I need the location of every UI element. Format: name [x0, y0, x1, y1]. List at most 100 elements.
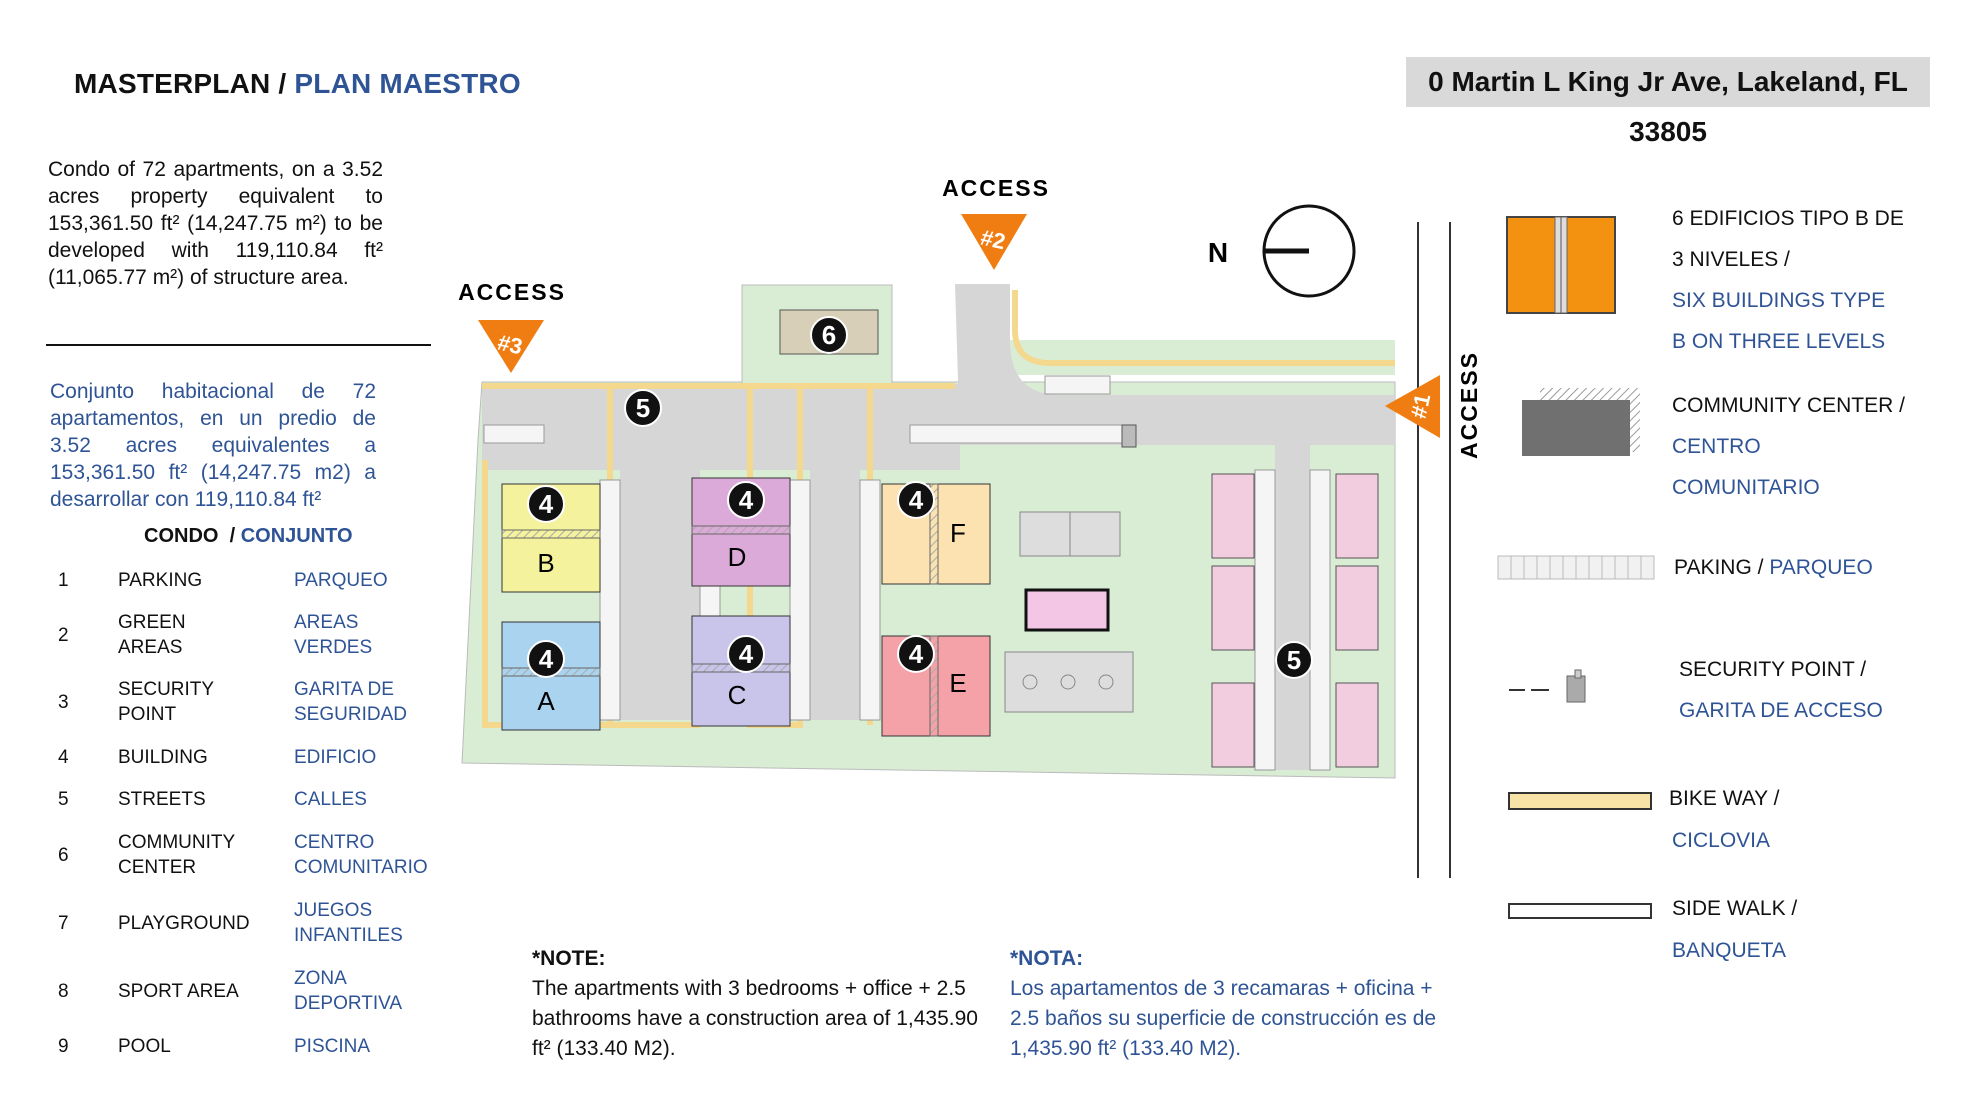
key-parking-es: PARQUEO — [1769, 556, 1873, 579]
legend-number: 4 — [58, 747, 69, 768]
type-b-buildings — [1211, 473, 1379, 768]
street-2 — [810, 440, 860, 720]
key-buildings-en-1: 6 EDIFICIOS TIPO B DE — [1672, 207, 1904, 230]
legend-label-en: PLAYGROUND — [118, 913, 250, 934]
legend-number: 1 — [58, 570, 69, 591]
type-b-building-icon — [1506, 216, 1616, 314]
key-buildings-es-2: B ON THREE LEVELS — [1672, 330, 1886, 353]
main-street-east — [955, 284, 1395, 445]
marker-label: 4 — [909, 485, 924, 515]
marker-4: 4 — [897, 481, 935, 519]
access-2-marker: #2 — [961, 214, 1027, 270]
note-es-heading: *NOTA: — [1010, 947, 1084, 970]
legend-number: 3 — [58, 692, 69, 713]
sidewalk-icon — [1508, 903, 1652, 919]
key-sidewalk-es: BANQUETA — [1672, 939, 1786, 962]
title-separator: / — [270, 68, 295, 99]
key-buildings-es-1: SIX BUILDINGS TYPE — [1672, 289, 1886, 312]
access-label-1: ACCESS — [1456, 351, 1482, 459]
access-3-marker: #3 — [478, 320, 544, 373]
parking-icon — [1497, 555, 1655, 580]
legend-number: 9 — [58, 1036, 69, 1057]
sport-area — [1004, 511, 1134, 713]
access-label-2: ACCESS — [942, 175, 1050, 201]
marker-label: 5 — [1287, 645, 1301, 675]
note-es: *NOTA: Los apartamentos de 3 recamaras +… — [1010, 944, 1456, 1064]
pool — [1024, 588, 1110, 632]
building-label-d: D — [728, 542, 747, 572]
marker-4: 4 — [527, 640, 565, 678]
building-f — [881, 483, 991, 585]
north-arrow-icon — [1262, 204, 1356, 298]
street-3 — [1275, 440, 1310, 770]
north-label: N — [1208, 237, 1228, 268]
security-point-icon — [1509, 669, 1586, 703]
access-2-label: #2 — [979, 225, 1008, 255]
legend-label-en: GREEN AREAS — [118, 612, 186, 658]
building-label-c: C — [728, 680, 747, 710]
key-sidewalk-en: SIDE WALK / — [1672, 897, 1798, 920]
marker-4: 4 — [527, 485, 565, 523]
legend-heading-es: CONJUNTO — [240, 525, 353, 547]
access-label-3: ACCESS — [458, 279, 566, 305]
legend-label-es: JUEGOS INFANTILES — [294, 900, 403, 946]
marker-label: 4 — [539, 644, 554, 674]
legend-number: 7 — [58, 913, 69, 934]
building-label-b: B — [537, 548, 554, 578]
legend-label-es: CENTRO COMUNITARIO — [294, 832, 428, 878]
note-es-body: Los apartamentos de 3 recamaras + oficin… — [1010, 977, 1437, 1060]
marker-label: 6 — [822, 320, 836, 350]
key-security-en: SECURITY POINT / — [1679, 658, 1867, 681]
note-en: *NOTE: The apartments with 3 bedrooms + … — [532, 944, 978, 1064]
access-1-label: #1 — [1406, 392, 1436, 421]
legend-label-en: PARKING — [118, 570, 203, 591]
marker-4: 4 — [727, 635, 765, 673]
north-green — [1010, 340, 1395, 375]
building-label-a: A — [537, 686, 555, 716]
marker-5: 5 — [624, 389, 662, 427]
marker-4: 4 — [897, 635, 935, 673]
legend-label-es: CALLES — [294, 789, 367, 810]
street-1 — [620, 440, 700, 720]
marker-4: 4 — [727, 481, 765, 519]
legend-label-en: SECURITY POINT — [118, 679, 214, 725]
note-en-body: The apartments with 3 bedrooms + office … — [532, 977, 978, 1060]
page-title: MASTERPLAN / PLAN MAESTRO — [74, 68, 521, 100]
key-bike-en: BIKE WAY / — [1669, 787, 1780, 810]
marker-6: 6 — [810, 316, 848, 354]
marker-label: 4 — [739, 639, 754, 669]
address-box: 0 Martin L King Jr Ave, Lakeland, FL 338… — [1406, 57, 1930, 147]
key-security-es: GARITA DE ACCESO — [1679, 699, 1883, 722]
note-en-heading: *NOTE: — [532, 947, 606, 970]
legend-heading-sep: / — [218, 525, 241, 547]
key-parking: PAKING / PARQUEO — [1674, 547, 1873, 588]
marker-label: 4 — [739, 485, 754, 515]
key-parking-en: PAKING / — [1674, 556, 1770, 579]
title-en: MASTERPLAN — [74, 68, 271, 99]
main-street-west — [482, 384, 960, 470]
access-1-marker: #1 — [1385, 375, 1440, 438]
legend-label-en: POOL — [118, 1036, 171, 1057]
legend-number: 2 — [58, 625, 69, 646]
marker-label: 5 — [636, 393, 650, 423]
community-center-icon — [1522, 388, 1640, 456]
building-label-f: F — [950, 518, 966, 548]
bike-way-icon — [1508, 792, 1652, 810]
legend-number: 8 — [58, 981, 69, 1002]
legend-label-en: SPORT AREA — [118, 981, 239, 1002]
title-es: PLAN MAESTRO — [294, 68, 521, 99]
legend-label-es: AREAS VERDES — [294, 612, 373, 658]
marker-5: 5 — [1275, 641, 1313, 679]
description-es: Conjunto habitacional de 72 apartamentos… — [50, 380, 376, 511]
legend-heading-en: CONDO — [144, 525, 219, 547]
key-buildings-en-2: 3 NIVELES / — [1672, 248, 1790, 271]
key-community-en: COMMUNITY CENTER / — [1672, 394, 1905, 417]
legend-label-en: BUILDING — [118, 747, 208, 768]
building-label-e: E — [949, 668, 966, 698]
legend-label-es: PISCINA — [294, 1036, 371, 1057]
legend-label-es: EDIFICIO — [294, 747, 377, 768]
marker-label: 4 — [909, 639, 924, 669]
key-bike-es: CICLOVIA — [1672, 829, 1771, 852]
divider — [46, 344, 431, 346]
access-3-label: #3 — [496, 330, 525, 360]
